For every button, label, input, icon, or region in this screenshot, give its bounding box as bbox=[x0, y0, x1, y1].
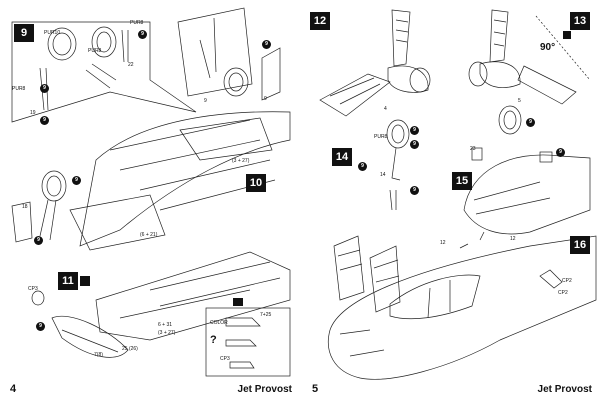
paint-bubble-c: 9 bbox=[138, 30, 147, 39]
page-number-right: 5 bbox=[312, 383, 319, 395]
nose-15 bbox=[463, 154, 591, 235]
label-pur8-b: PUR8 bbox=[130, 20, 144, 26]
wheel-15 bbox=[498, 105, 522, 135]
label-19: 19 bbox=[30, 110, 36, 116]
label-12-a: 12 bbox=[440, 240, 446, 246]
page-title-left: Jet Provost bbox=[237, 384, 292, 395]
page-title-right: Jet Provost bbox=[537, 384, 592, 395]
fin-12 bbox=[391, 9, 411, 67]
main-wheel-left bbox=[41, 170, 67, 202]
paint-bubble-r-e: 9 bbox=[526, 118, 535, 127]
paint-bubble-r-a: 9 bbox=[410, 126, 419, 135]
paint-bubble-g: 9 bbox=[36, 322, 45, 331]
main-wheel-right bbox=[223, 67, 249, 97]
step-15-badge: 15 bbox=[452, 172, 472, 190]
wing-outline-11 bbox=[95, 251, 291, 341]
color-inset-box bbox=[205, 307, 291, 377]
step-13-badge: 13 bbox=[570, 12, 590, 30]
label-9-b: 9 bbox=[264, 96, 267, 102]
flap-12 bbox=[319, 73, 391, 117]
label-cp2-b: CP2 bbox=[558, 290, 568, 296]
ejection-seat-b bbox=[369, 245, 401, 313]
nose-wheel-b bbox=[91, 26, 117, 58]
label-4: 4 bbox=[384, 106, 387, 112]
step-11-badge: 11 bbox=[58, 272, 78, 290]
paint-bubble-f: 9 bbox=[34, 236, 43, 245]
label-6-31: 6 + 31 bbox=[158, 322, 173, 328]
label-6-21: (6 + 21) bbox=[140, 232, 158, 238]
wing-outline-10 bbox=[79, 111, 291, 247]
ejection-seat-a bbox=[333, 235, 365, 301]
label-22: 22 bbox=[128, 62, 134, 68]
paint-bubble-r-d: 9 bbox=[410, 186, 419, 195]
inset-question-mark: ? bbox=[210, 334, 217, 346]
paint-bubble-d: 9 bbox=[262, 40, 271, 49]
exhaust-13 bbox=[479, 61, 521, 88]
angle-90-degrees: 90° bbox=[540, 42, 556, 53]
paint-bubble-a: 9 bbox=[40, 84, 49, 93]
right-page: 12 13 14 15 16 90° 4 5 PUR8 14 23 12 12 … bbox=[300, 0, 600, 405]
left-page-drawing bbox=[11, 7, 291, 377]
label-3-27-b: (3 + 27) bbox=[158, 330, 176, 336]
tip-tank bbox=[51, 315, 129, 358]
nose-wheel-a bbox=[47, 27, 77, 61]
label-7-25: 7+25 bbox=[260, 312, 272, 318]
label-pur8: PUR8 bbox=[374, 134, 388, 140]
label-9-a: 9 bbox=[204, 98, 207, 104]
label-3-27: (3 + 27) bbox=[232, 158, 250, 164]
tip-tank-cap bbox=[31, 290, 45, 306]
paint-bubble-e: 9 bbox=[72, 176, 81, 185]
page-number-left: 4 bbox=[10, 383, 17, 395]
color-warning-tab bbox=[233, 298, 243, 306]
gear-bay-insert bbox=[177, 7, 253, 97]
canopy-16 bbox=[389, 274, 481, 320]
exhaust-12 bbox=[387, 65, 429, 93]
step-9-badge: 9 bbox=[14, 24, 34, 42]
label-cp3: CP3 bbox=[28, 286, 38, 292]
label-18: 18 bbox=[22, 204, 28, 210]
step-14-badge: 14 bbox=[332, 148, 352, 166]
flap-13 bbox=[517, 65, 577, 105]
right-page-drawing bbox=[319, 9, 597, 380]
step-9-callout-frame bbox=[11, 21, 197, 123]
label-cp3-b: CP3 bbox=[220, 356, 230, 362]
label-pur8-a: PUR8 bbox=[88, 48, 102, 54]
fin-13 bbox=[489, 9, 509, 63]
step-16-badge: 16 bbox=[570, 236, 590, 254]
label-pur8-c: PUR8 bbox=[12, 86, 26, 92]
nose-wheel-14 bbox=[386, 119, 410, 149]
label-color: COLOR bbox=[210, 320, 228, 326]
step-11-paint-icon bbox=[80, 276, 90, 286]
label-7-8: 7(8) bbox=[94, 352, 103, 358]
left-page: 9 10 11 PUR10 PUR8 PUR8 PUR8 19 22 9 9 1… bbox=[10, 7, 292, 395]
label-5: 5 bbox=[518, 98, 521, 104]
paint-bubble-b: 9 bbox=[40, 116, 49, 125]
label-cp2-a: CP2 bbox=[562, 278, 572, 284]
label-pur10: PUR10 bbox=[44, 30, 61, 36]
fuselage-16 bbox=[328, 235, 597, 380]
step-12-badge: 12 bbox=[310, 12, 330, 30]
paint-bubble-r-f: 9 bbox=[556, 148, 565, 157]
label-14: 14 bbox=[380, 172, 386, 178]
step-10-badge: 10 bbox=[246, 174, 266, 192]
paint-bubble-r-c: 9 bbox=[358, 162, 367, 171]
label-23: 23 bbox=[470, 146, 476, 152]
paint-bubble-r-b: 9 bbox=[410, 140, 419, 149]
label-25-26: 25 (26) bbox=[122, 346, 138, 352]
label-12-b: 12 bbox=[510, 236, 516, 242]
